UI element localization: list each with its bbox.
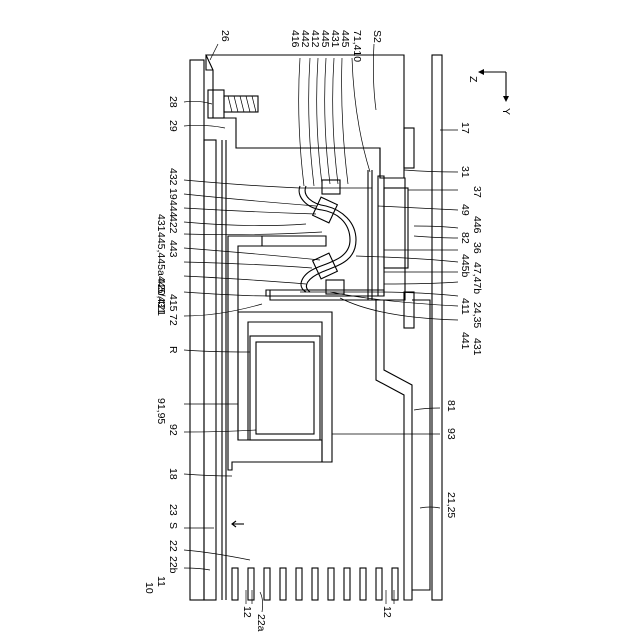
label-22: 22 — [167, 540, 179, 552]
bracket-72 — [266, 176, 408, 300]
label-31: 31 — [459, 166, 471, 178]
label-21-25: 21,25 — [445, 492, 457, 518]
right-frame-17 — [432, 55, 442, 600]
label-93: 93 — [445, 428, 457, 440]
left-housing-wall — [190, 60, 226, 600]
leader-lines — [184, 44, 458, 612]
flex-spring-assembly — [299, 170, 372, 300]
label-R: R — [167, 346, 179, 354]
label-445-445a: 445,445a — [155, 232, 167, 276]
label-10: 10 — [143, 582, 155, 594]
label-12-right: 12 — [381, 606, 393, 618]
label-445b: 445b — [459, 254, 471, 278]
label-29: 29 — [167, 120, 179, 132]
label-415: 415 — [167, 294, 179, 312]
heat-fins-12 — [232, 568, 398, 600]
label-26: 26 — [219, 30, 231, 42]
label-22a: 22a — [255, 614, 267, 632]
label-12-left: 12 — [241, 606, 253, 618]
label-S2: S2 — [371, 30, 383, 43]
label-91-95: 91,95 — [155, 398, 167, 424]
label-49: 49 — [459, 204, 471, 216]
screw-28 — [208, 90, 258, 118]
label-24-35: 24,35 — [471, 302, 483, 328]
label-420-421: 420,421 — [155, 278, 167, 316]
axis-z-label: Z — [467, 76, 479, 83]
top-cover-26 — [206, 55, 404, 178]
label-23: 23 — [167, 504, 179, 516]
label-92: 92 — [167, 424, 179, 436]
label-443: 443 — [167, 240, 179, 258]
label-28: 28 — [167, 96, 179, 108]
air-path-S — [232, 521, 244, 527]
holder-R — [228, 236, 332, 470]
axis-y-label: Y — [500, 108, 512, 115]
label-17: 17 — [459, 122, 471, 134]
contact-444 — [322, 180, 340, 194]
label-11: 11 — [155, 576, 167, 587]
axis-indicator: Z Y — [467, 69, 512, 115]
label-431-bottom: 431 — [471, 338, 483, 356]
label-82: 82 — [459, 232, 471, 244]
label-431-left: 431 — [155, 214, 167, 232]
label-37: 37 — [471, 186, 483, 198]
label-71-410: 71,410 — [351, 30, 363, 62]
label-36: 36 — [471, 242, 483, 254]
label-445-top-2: 445 — [339, 30, 351, 48]
label-18: 18 — [167, 468, 179, 480]
label-19: 19 — [167, 188, 179, 200]
label-47-47b: 47,47b — [471, 262, 483, 294]
label-432: 432 — [167, 168, 179, 186]
label-422: 422 — [167, 216, 179, 234]
label-S: S — [167, 522, 179, 529]
label-81: 81 — [445, 400, 457, 412]
label-22b: 22b — [167, 556, 179, 574]
inner-case-21-25 — [236, 128, 430, 600]
label-446: 446 — [471, 216, 483, 234]
label-441: 441 — [459, 332, 471, 350]
label-72: 72 — [167, 314, 179, 326]
label-411: 411 — [459, 298, 471, 315]
